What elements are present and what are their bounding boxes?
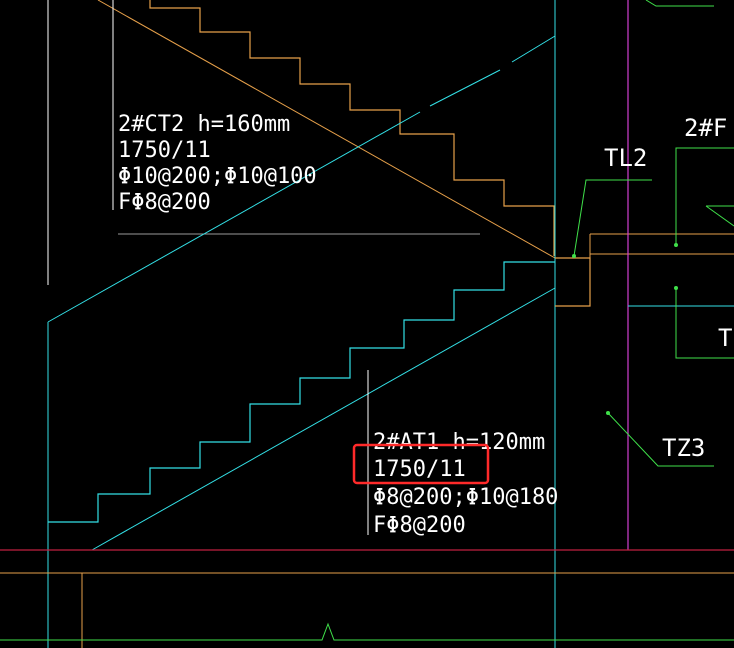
tz3-label: TZ3 xyxy=(662,434,705,462)
right-top-leader-diag xyxy=(705,205,734,227)
lower-slab-line xyxy=(91,287,556,551)
ground-green-line xyxy=(0,622,734,641)
ct2-name: 2#CT2 h=160mm xyxy=(118,112,290,137)
tl2-beam-section xyxy=(555,257,591,307)
right-top-leader xyxy=(675,147,734,245)
right-mid-leader-dot xyxy=(674,286,678,290)
at1-rebar: Φ8@200;Φ10@180 xyxy=(373,485,558,510)
tz3-leader-dot xyxy=(606,411,610,415)
upper-slab-dash-1 xyxy=(429,69,501,107)
ct2-dist: FΦ8@200 xyxy=(118,190,211,215)
tl2-leader-dot xyxy=(572,254,576,258)
upper-slab-line xyxy=(47,111,421,323)
ct2-steps: 1750/11 xyxy=(118,138,211,163)
right-mid-leader xyxy=(675,288,734,359)
upper-flight-steps xyxy=(149,0,555,256)
right-mid-label: T xyxy=(718,324,732,352)
upper-slab-dash-2 xyxy=(511,35,556,63)
right-top-leader-dot xyxy=(674,243,678,247)
ct2-rebar: Φ10@200;Φ10@100 xyxy=(118,164,317,189)
at1-dist: FΦ8@200 xyxy=(373,513,466,538)
at1-name: 2#AT1 h=120mm xyxy=(373,430,545,455)
highlight-box xyxy=(352,443,490,485)
top-right-green xyxy=(645,0,714,7)
at1-steps: 1750/11 xyxy=(373,457,466,482)
tl2-leader xyxy=(573,179,652,257)
upper-flight-slope xyxy=(97,0,556,259)
tz3-leader xyxy=(607,412,714,467)
lower-flight-steps xyxy=(48,261,555,523)
tl2-label: TL2 xyxy=(604,144,647,172)
right-top-label: 2#F xyxy=(684,114,727,142)
